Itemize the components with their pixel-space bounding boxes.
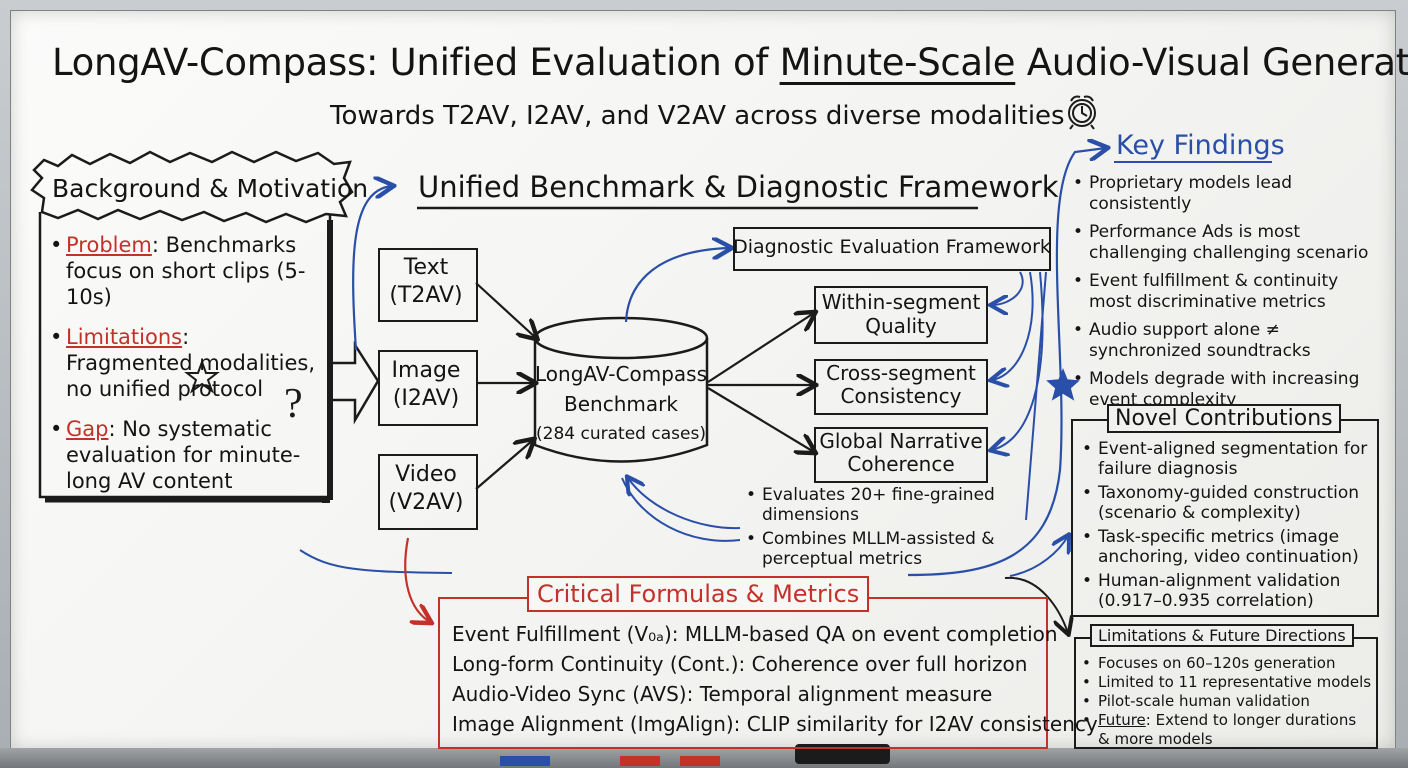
limitation-item: Future: Extend to longer durations & mor… bbox=[1082, 711, 1372, 749]
background-item: Limitations: Fragmented modalities, no u… bbox=[50, 324, 320, 402]
red-marker-2 bbox=[680, 756, 720, 766]
contribution-item: Taxonomy-guided construction (scenario &… bbox=[1082, 483, 1372, 523]
input-text-box bbox=[378, 248, 478, 322]
contribution-item: Task-specific metrics (image anchoring, … bbox=[1082, 527, 1372, 567]
background-item: Gap: No systematic evaluation for minute… bbox=[50, 416, 301, 494]
benchmark-cylinder bbox=[533, 316, 709, 463]
contribution-item: Human-alignment validation (0.917–0.935 … bbox=[1082, 571, 1372, 611]
background-heading: Background & Motivation bbox=[52, 174, 369, 203]
alarm-clock-icon bbox=[1068, 95, 1096, 130]
limitation-item: Focuses on 60–120s generation bbox=[1082, 654, 1372, 673]
contributions-list: Event-aligned segmentation for failure d… bbox=[1082, 439, 1372, 611]
key-findings-list: Proprietary models lead consistently Per… bbox=[1073, 173, 1391, 411]
diagnostic-framework-box bbox=[733, 227, 1051, 271]
input-text-label: Text(T2AV) bbox=[389, 255, 463, 308]
input-video-box bbox=[378, 454, 478, 530]
red-marker bbox=[620, 756, 660, 766]
input-image-label: Image(I2AV) bbox=[391, 358, 461, 411]
dimension-box-cross bbox=[814, 359, 988, 415]
limitation-item: Pilot-scale human validation bbox=[1082, 692, 1372, 711]
formula-item: Image Alignment (ImgAlign): CLIP similar… bbox=[452, 712, 1098, 736]
limitation-item: Limited to 11 representative models bbox=[1082, 673, 1372, 692]
contribution-item: Event-aligned segmentation for failure d… bbox=[1082, 439, 1372, 479]
finding-item: Event fulfillment & continuity most disc… bbox=[1073, 271, 1369, 313]
title-part-1: LongAV-Compass: Unified Evaluation of bbox=[52, 41, 780, 84]
background-item: Problem: Benchmarks focus on short clips… bbox=[50, 232, 320, 310]
formulas-list: Event Fulfillment (V₀ₐ): MLLM-based QA o… bbox=[452, 619, 1098, 739]
key-findings-heading: Key Findings bbox=[1116, 130, 1285, 161]
spiky-heading-shape bbox=[30, 150, 354, 224]
title-part-2: Audio-Visual Generation bbox=[1026, 41, 1408, 84]
background-list: Problem: Benchmarks focus on short clips… bbox=[50, 232, 320, 494]
framework-notes: Evaluates 20+ fine-grained dimensions Co… bbox=[746, 485, 1021, 569]
blue-marker bbox=[500, 756, 550, 766]
limitations-heading: Limitations & Future Directions bbox=[1090, 624, 1354, 647]
background-box-outline bbox=[38, 212, 380, 499]
dimension-box-global bbox=[814, 427, 988, 483]
formulas-heading: Critical Formulas & Metrics bbox=[527, 576, 870, 612]
page-title: LongAV-Compass: Unified Evaluation of Mi… bbox=[52, 41, 1408, 84]
formula-item: Event Fulfillment (V₀ₐ): MLLM-based QA o… bbox=[452, 622, 1058, 646]
limitations-list: Focuses on 60–120s generation Limited to… bbox=[1082, 654, 1372, 749]
framework-note: Evaluates 20+ fine-grained dimensions bbox=[746, 485, 1021, 525]
benchmark-label: LongAV-Compass Benchmark (284 curated ca… bbox=[535, 362, 708, 444]
finding-item: Audio support alone ≠ synchronized sound… bbox=[1073, 320, 1391, 362]
formula-item: Long-form Continuity (Cont.): Coherence … bbox=[452, 652, 1028, 676]
eraser-block bbox=[795, 744, 890, 764]
diagnostic-framework-label: Diagnostic Evaluation Framework bbox=[733, 236, 1051, 258]
dimension-box-within bbox=[814, 286, 988, 344]
title-underlined-part: Minute-Scale bbox=[779, 41, 1016, 84]
finding-item: Proprietary models lead consistently bbox=[1073, 173, 1391, 215]
finding-item: Performance Ads is most challenging chal… bbox=[1073, 222, 1379, 264]
page-subtitle: Towards T2AV, I2AV, and V2AV across dive… bbox=[330, 101, 1065, 131]
formula-item: Audio-Video Sync (AVS): Temporal alignme… bbox=[452, 682, 993, 706]
input-video-label: Video(V2AV) bbox=[388, 462, 464, 515]
contributions-heading: Novel Contributions bbox=[1107, 404, 1341, 433]
framework-heading: Unified Benchmark & Diagnostic Framework bbox=[418, 170, 1059, 204]
framework-note: Combines MLLM-assisted & perceptual metr… bbox=[746, 529, 1021, 569]
input-image-box bbox=[378, 350, 478, 426]
